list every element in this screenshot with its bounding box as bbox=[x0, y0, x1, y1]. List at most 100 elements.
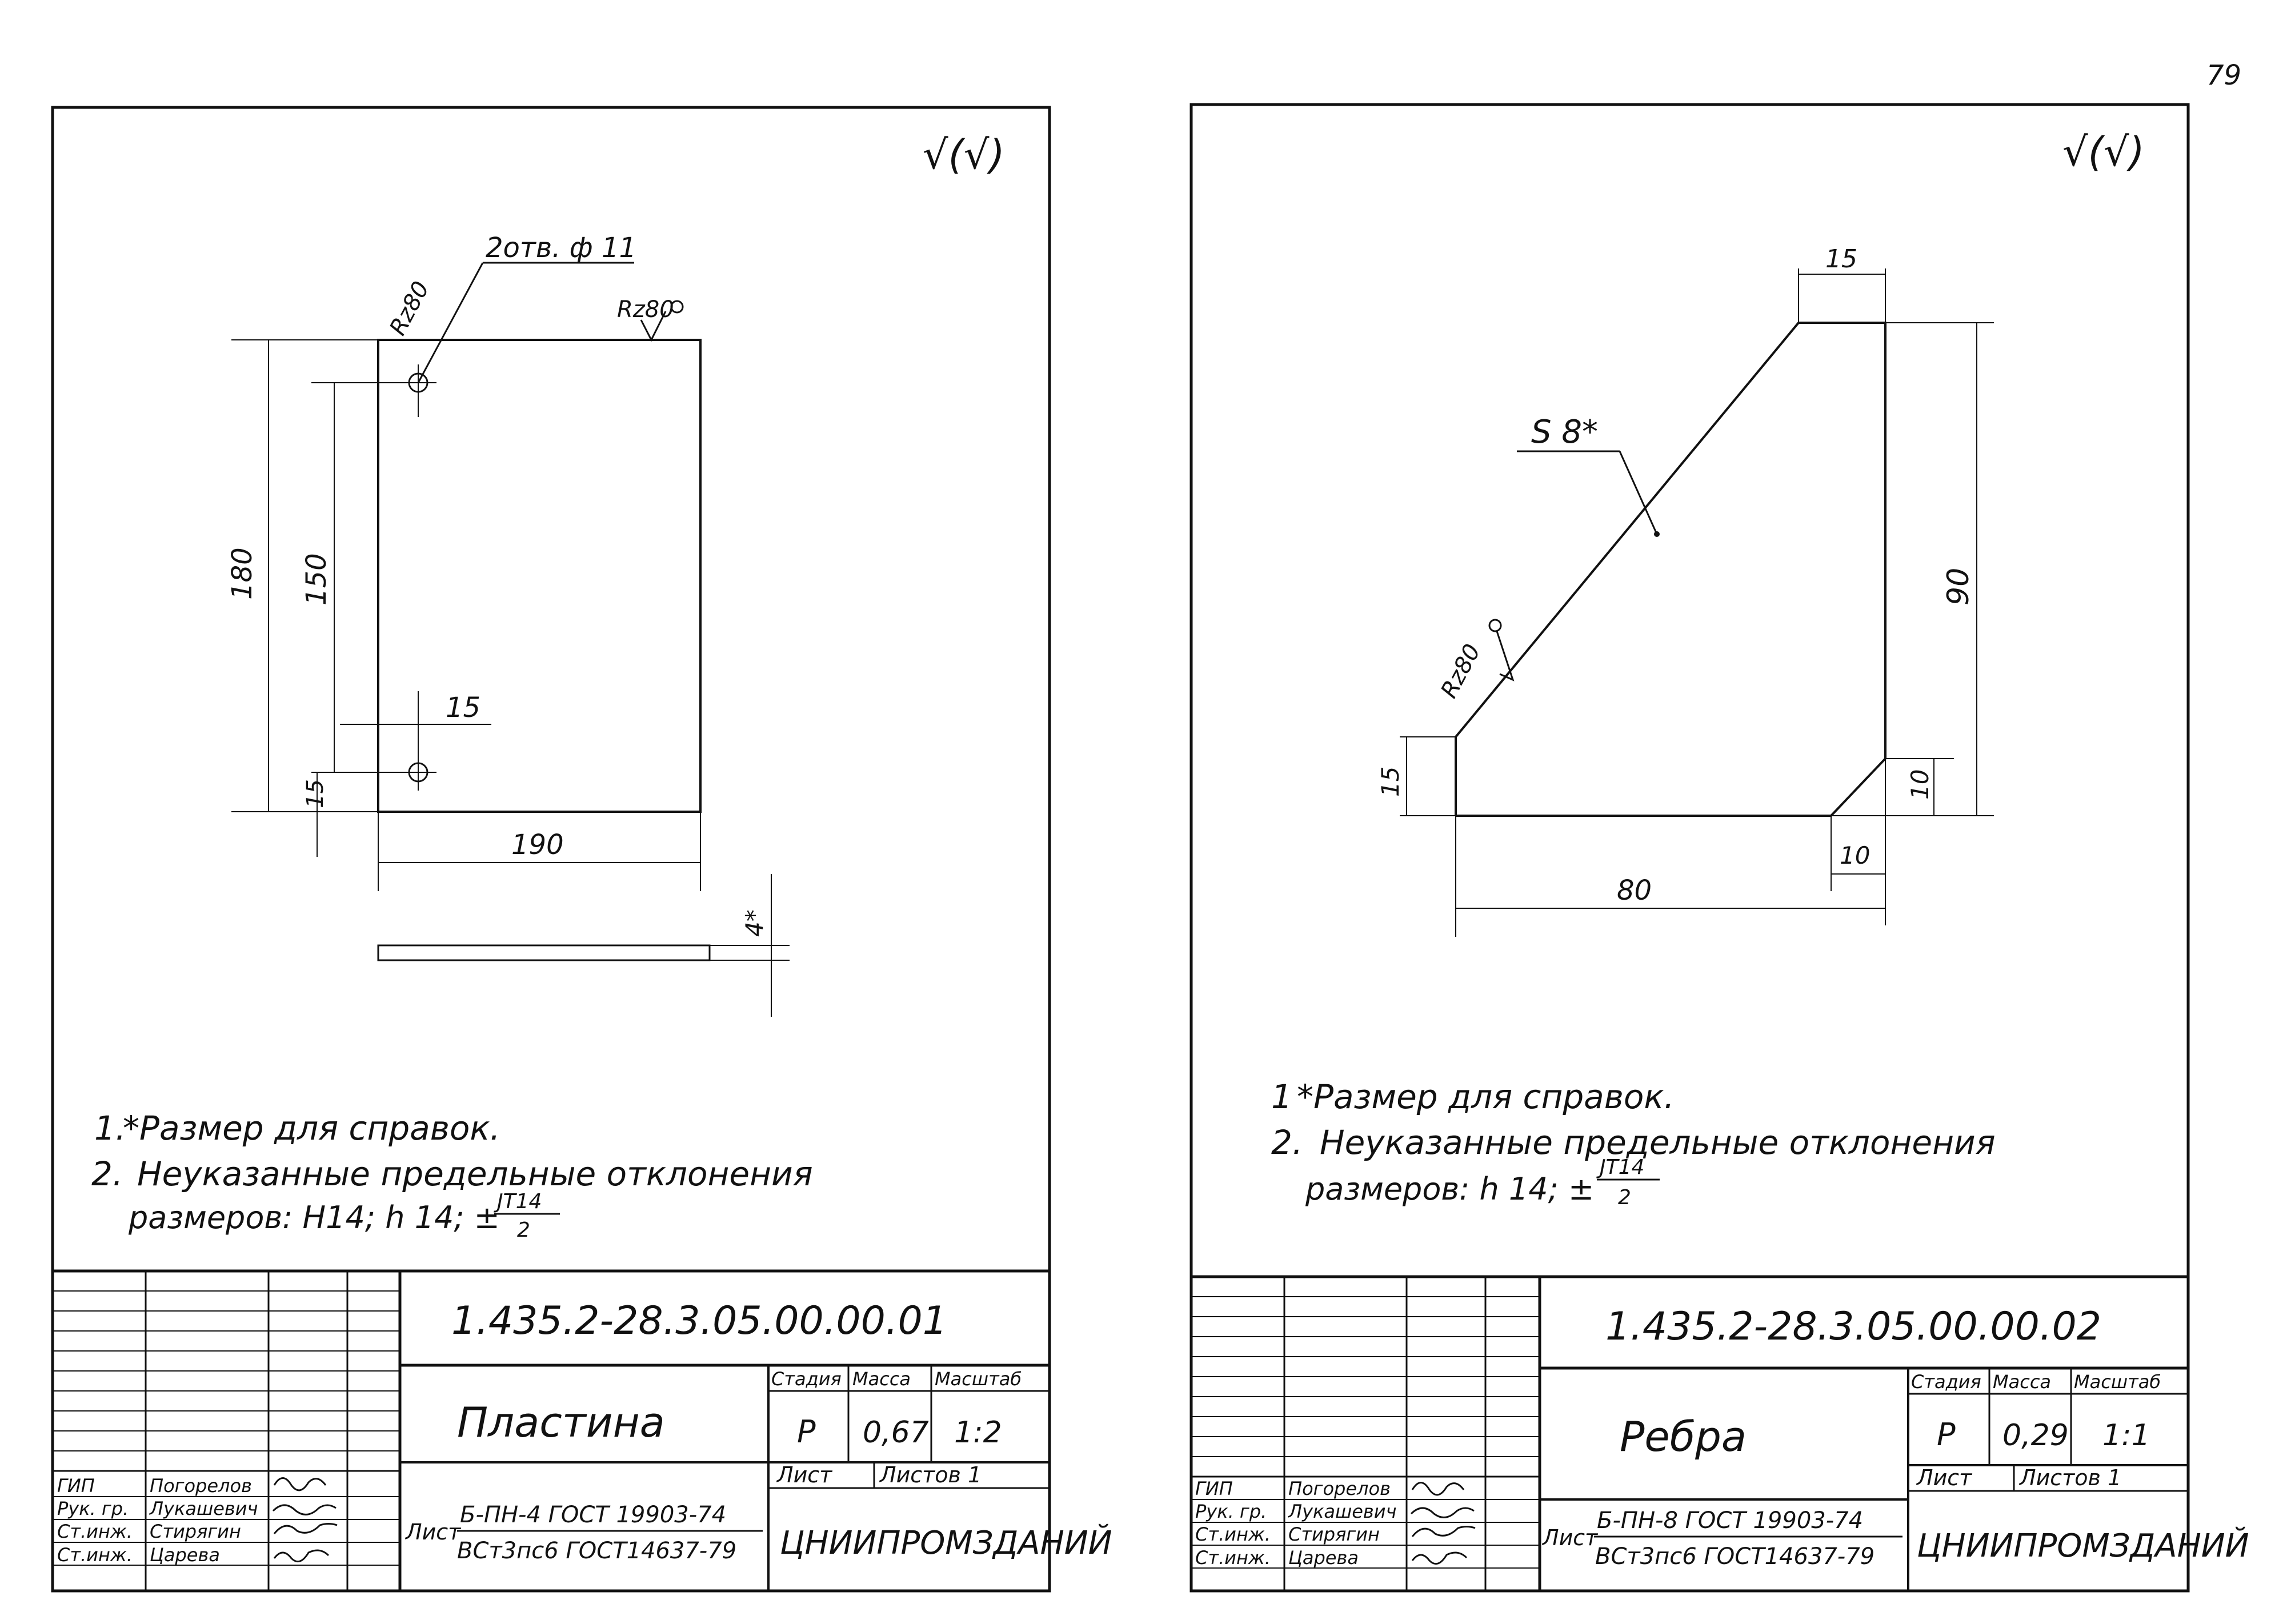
signature-scribble bbox=[1411, 1482, 1465, 1496]
dimension-label: 150 bbox=[301, 553, 333, 606]
material-prefix: Лист bbox=[404, 1519, 462, 1545]
note-number: 1 bbox=[1271, 1077, 1292, 1116]
mass-label: Масса bbox=[1993, 1371, 2051, 1393]
dimension-label: 15 bbox=[446, 692, 480, 724]
title-block: ГИП Погорелов Рук. гр. Лукашевич Ст.инж.… bbox=[1191, 1275, 2249, 1591]
dimension-label: 10 bbox=[1840, 841, 1870, 869]
organization: ЦНИИПРОМЗДАНИЙ bbox=[1917, 1527, 2249, 1565]
designation: 1.435.2-28.3.05.00.00.02 bbox=[1605, 1304, 2101, 1349]
page-number: 79 bbox=[2206, 59, 2241, 91]
sheet-label: Лист bbox=[1916, 1465, 1973, 1490]
stage-label: Стадия bbox=[771, 1368, 842, 1390]
sheets-label: Листов 1 bbox=[2018, 1465, 2121, 1490]
material-gost-top: Б-ПН-8 ГОСТ 19903-74 bbox=[1597, 1507, 1863, 1534]
note-text: размеров: h 14; ± bbox=[1305, 1171, 1594, 1207]
stage-value: Р bbox=[1937, 1417, 1956, 1453]
roughness-label: Rz80 bbox=[617, 296, 674, 323]
dimension-label: 90 bbox=[1941, 568, 1976, 606]
hole-label: 2отв. ф 11 bbox=[486, 232, 636, 264]
rib-outline bbox=[1455, 322, 1887, 817]
material-gost-top: Б-ПН-4 ГОСТ 19903-74 bbox=[460, 1502, 726, 1528]
note-text: *Размер для справок. bbox=[123, 1109, 500, 1148]
mass-label: Масса bbox=[852, 1368, 911, 1390]
rib-view: 15 90 10 10 80 15 bbox=[1376, 244, 1994, 937]
scale-label: Масштаб bbox=[935, 1368, 1022, 1390]
signature-role: Ст.инж. bbox=[57, 1544, 133, 1566]
sheets-label: Листов 1 bbox=[879, 1462, 982, 1487]
note-number: 1. bbox=[94, 1109, 126, 1148]
signature-role: Ст.инж. bbox=[1195, 1523, 1271, 1545]
dimension-label: 10 bbox=[1906, 769, 1934, 800]
sheet-rib: √(√) 15 90 10 10 80 bbox=[1189, 103, 2249, 1593]
signature-name: Царева bbox=[1288, 1547, 1359, 1569]
thickness-label: S 8* bbox=[1531, 414, 1598, 451]
signature-scribble bbox=[1411, 1551, 1468, 1565]
title-block: ГИП Погорелов Рук. гр. Лукашевич Ст.инж.… bbox=[53, 1269, 1112, 1591]
notes: 1. *Размер для справок. 2. Неуказанные п… bbox=[91, 1109, 813, 1242]
note-number: 2. bbox=[1271, 1123, 1303, 1162]
signature-name: Лукашевич bbox=[1288, 1501, 1396, 1522]
sheet-frame bbox=[51, 106, 1051, 1593]
note-text: *Размер для справок. bbox=[1297, 1077, 1675, 1116]
dimension-label: 4* bbox=[740, 909, 768, 937]
material-prefix: Лист bbox=[1541, 1525, 1599, 1550]
signature-role: ГИП bbox=[57, 1475, 95, 1497]
dimension-label: 15 bbox=[1376, 767, 1404, 797]
signature-name: Погорелов bbox=[1288, 1478, 1391, 1499]
signature-scribble bbox=[1411, 1526, 1476, 1537]
note-text: Неуказанные предельные отклонения bbox=[137, 1154, 813, 1193]
signature-scribble bbox=[272, 1504, 337, 1515]
roughness-label: Rz80 bbox=[384, 277, 434, 340]
signature-role: Рук. гр. bbox=[1195, 1501, 1267, 1522]
sheet-plate: √(√) 2отв. ф 11 Rz80 Rz80 bbox=[51, 106, 1112, 1593]
fraction-numerator: JT14 bbox=[1596, 1156, 1644, 1179]
dimension-label: 15 bbox=[302, 779, 329, 808]
plate-view: 2отв. ф 11 Rz80 Rz80 180 150 15 15 bbox=[226, 232, 790, 1017]
signature-role: ГИП bbox=[1195, 1478, 1233, 1499]
signature-role: Рук. гр. bbox=[57, 1498, 129, 1519]
note-text: Неуказанные предельные отклонения bbox=[1320, 1123, 1996, 1162]
signature-name: Стирягин bbox=[150, 1521, 241, 1542]
signature-name: Царева bbox=[150, 1544, 220, 1566]
note-text: размеров: Н14; h 14; ± bbox=[128, 1200, 500, 1236]
note-number: 2. bbox=[91, 1154, 123, 1193]
part-name: Ребра bbox=[1620, 1413, 1747, 1461]
dimension-label: 190 bbox=[511, 829, 564, 861]
signature-name: Погорелов bbox=[150, 1475, 252, 1497]
material-gost-bottom: ВСт3пс6 ГОСТ14637-79 bbox=[1595, 1543, 1875, 1570]
plate-side-view bbox=[377, 944, 711, 961]
signature-scribble bbox=[273, 1549, 330, 1563]
fraction-denominator: 2 bbox=[1618, 1186, 1631, 1209]
sheet-frame bbox=[1189, 103, 2190, 1593]
roughness-mark: √(√) bbox=[923, 131, 1005, 178]
signature-scribble bbox=[273, 1523, 338, 1534]
fraction-numerator: JT14 bbox=[494, 1190, 542, 1213]
scale-value: 1:2 bbox=[954, 1416, 1002, 1450]
roughness-mark: √(√) bbox=[2062, 129, 2145, 175]
stage-label: Стадия bbox=[1911, 1371, 1981, 1393]
dimension-label: 15 bbox=[1825, 244, 1857, 274]
signature-name: Лукашевич bbox=[149, 1498, 258, 1519]
part-name: Пластина bbox=[457, 1398, 665, 1446]
dimension-label: 180 bbox=[226, 547, 258, 600]
scale-label: Масштаб bbox=[2074, 1371, 2161, 1393]
signature-name: Стирягин bbox=[1288, 1523, 1380, 1545]
notes: 1 *Размер для справок. 2. Неуказанные пр… bbox=[1271, 1077, 1996, 1209]
leader-dot bbox=[1654, 531, 1660, 537]
designation: 1.435.2-28.3.05.00.00.01 bbox=[451, 1298, 947, 1344]
mass-value: 0,29 bbox=[2002, 1418, 2069, 1453]
organization: ЦНИИПРОМЗДАНИЙ bbox=[780, 1525, 1112, 1562]
dimension-label: 80 bbox=[1617, 875, 1652, 907]
sheet-label: Лист bbox=[776, 1462, 833, 1487]
signature-role: Ст.инж. bbox=[57, 1521, 133, 1542]
mass-value: 0,67 bbox=[863, 1416, 929, 1450]
material-gost-bottom: ВСт3пс6 ГОСТ14637-79 bbox=[457, 1538, 736, 1564]
signature-role: Ст.инж. bbox=[1195, 1547, 1271, 1569]
fraction-denominator: 2 bbox=[517, 1218, 530, 1242]
stage-value: Р bbox=[797, 1414, 816, 1450]
roughness-label: Rz80 bbox=[1436, 640, 1485, 703]
signature-scribble bbox=[1410, 1507, 1475, 1518]
plate-outline bbox=[377, 339, 702, 813]
signature-scribble bbox=[273, 1477, 327, 1491]
